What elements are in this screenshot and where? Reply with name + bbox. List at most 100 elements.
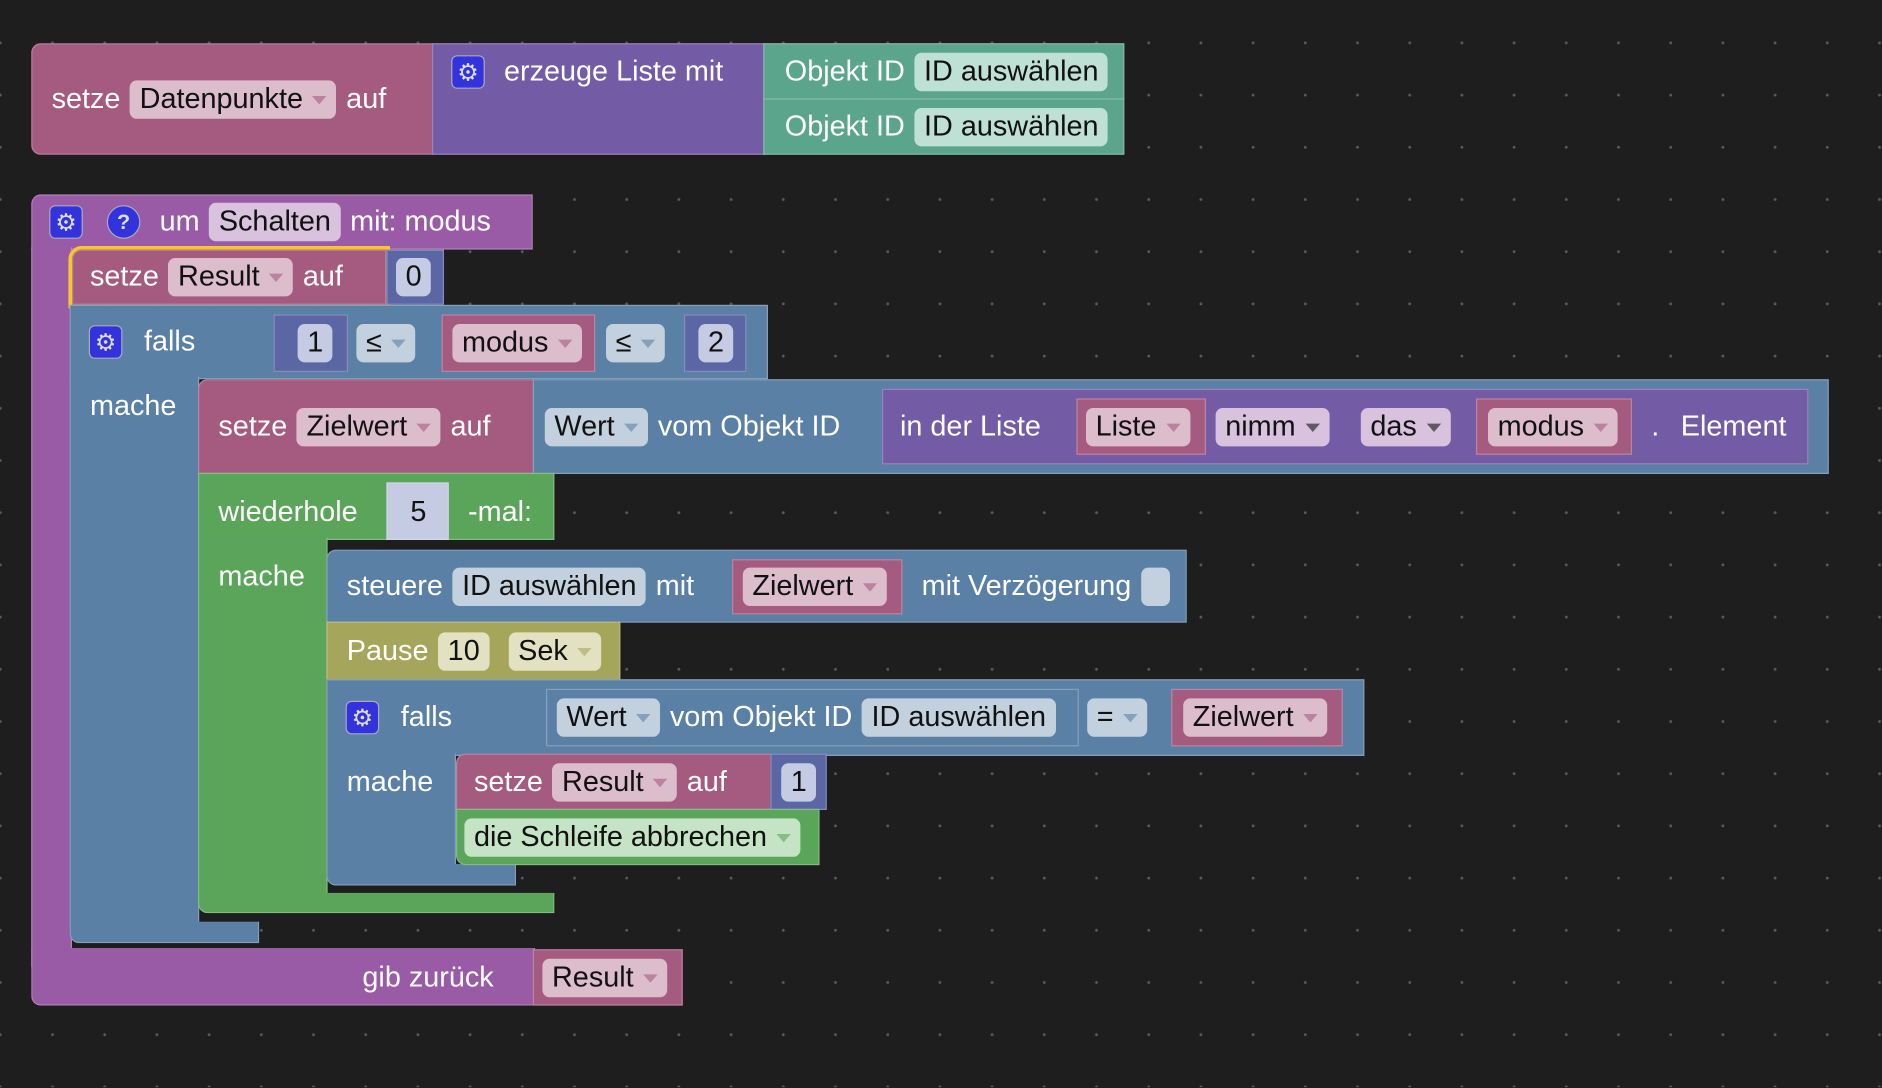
- variable-name: Result: [552, 961, 634, 994]
- chevron-down-icon: [624, 423, 639, 432]
- variable-name: modus: [1497, 410, 1585, 443]
- variable-name: Zielwert: [752, 570, 854, 603]
- auf-label: auf: [302, 260, 343, 293]
- variable-name: Result: [178, 260, 260, 293]
- help-icon[interactable]: ?: [106, 205, 141, 239]
- chevron-down-icon: [312, 95, 327, 104]
- mode: nimm: [1225, 410, 1296, 443]
- variable-dropdown[interactable]: Liste: [1086, 408, 1191, 447]
- id-select-field[interactable]: ID auswählen: [861, 698, 1056, 737]
- dot-label: .: [1651, 410, 1660, 443]
- chevron-down-icon: [862, 582, 878, 591]
- chevron-down-icon: [391, 339, 406, 348]
- variable-name: Datenpunkte: [139, 82, 303, 116]
- variable-dropdown[interactable]: Result: [542, 958, 668, 998]
- number-field[interactable]: 5: [400, 493, 437, 532]
- variable-dropdown[interactable]: Zielwert: [296, 408, 441, 447]
- chevron-down-icon: [558, 339, 573, 348]
- operator-dropdown[interactable]: =: [1087, 698, 1148, 737]
- mache-label: mache: [346, 765, 434, 799]
- number-field[interactable]: 1: [297, 324, 333, 363]
- pause-value-field[interactable]: 10: [438, 632, 490, 671]
- chevron-down-icon: [776, 833, 792, 842]
- chevron-down-icon: [643, 973, 658, 983]
- mache-label: mache: [218, 560, 305, 593]
- chevron-down-icon: [269, 273, 284, 282]
- gear-icon[interactable]: ⚙: [88, 325, 123, 359]
- params-label: mit: modus: [350, 205, 491, 238]
- gear-icon[interactable]: ⚙: [345, 700, 380, 735]
- variable-name: modus: [462, 326, 549, 359]
- operator-dropdown[interactable]: ≤: [356, 324, 416, 363]
- delay-checkbox[interactable]: [1140, 567, 1170, 606]
- variable-dropdown[interactable]: Result: [168, 258, 294, 297]
- gear-icon[interactable]: ⚙: [451, 55, 485, 89]
- procedure-footer[interactable]: [31, 948, 536, 1006]
- chevron-down-icon: [1303, 713, 1318, 722]
- pause-label: Pause: [346, 634, 429, 668]
- number-field[interactable]: 2: [698, 324, 734, 363]
- gear-icon[interactable]: ⚙: [49, 205, 83, 239]
- variable-name: Zielwert: [1192, 700, 1294, 734]
- id-select-field[interactable]: ID auswählen: [452, 567, 647, 606]
- falls-label: falls: [144, 325, 196, 358]
- repeat-block[interactable]: [198, 472, 555, 540]
- vom-objekt-label: vom Objekt ID: [657, 410, 841, 443]
- unit-dropdown[interactable]: Sek: [508, 632, 602, 671]
- auf-label: auf: [686, 765, 727, 799]
- repeat-footer: [198, 892, 555, 914]
- chevron-down-icon: [1426, 423, 1441, 432]
- list-get-block[interactable]: [882, 388, 1809, 465]
- mache-label: mache: [90, 390, 177, 423]
- variable-dropdown[interactable]: Result: [552, 763, 678, 802]
- number-field[interactable]: 1: [781, 763, 817, 802]
- variable-name: Zielwert: [306, 410, 408, 443]
- chevron-down-icon: [1305, 423, 1320, 432]
- id-select-field[interactable]: ID auswählen: [914, 108, 1109, 147]
- mit-label: mit: [655, 570, 695, 603]
- create-list-block[interactable]: [432, 43, 766, 155]
- repeat-spine: [198, 537, 328, 898]
- if-block-footer: [69, 921, 260, 944]
- chevron-down-icon: [1166, 423, 1181, 432]
- variable-dropdown[interactable]: modus: [452, 324, 583, 363]
- procedure-spine: [31, 247, 72, 968]
- element-label: Element: [1680, 410, 1787, 443]
- variable-dropdown[interactable]: Datenpunkte: [130, 80, 337, 119]
- if-block-footer: [326, 864, 516, 886]
- where-dropdown[interactable]: das: [1360, 408, 1451, 447]
- id-select-field[interactable]: ID auswählen: [914, 52, 1109, 92]
- variable-dropdown[interactable]: Zielwert: [742, 567, 887, 606]
- value-type-dropdown[interactable]: Wert: [556, 698, 661, 737]
- um-label: um: [159, 205, 200, 238]
- chevron-down-icon: [641, 339, 656, 348]
- auf-label: auf: [346, 82, 387, 116]
- object-id-label: Objekt ID: [784, 110, 905, 143]
- delay-label: mit Verzögerung: [921, 570, 1132, 603]
- steuere-label: steuere: [346, 570, 443, 603]
- chevron-down-icon: [653, 778, 668, 787]
- value-type: Wert: [554, 410, 615, 443]
- operator: =: [1096, 700, 1114, 734]
- chevron-down-icon: [416, 423, 432, 432]
- variable-dropdown[interactable]: modus: [1488, 408, 1618, 447]
- operator: ≤: [366, 326, 382, 359]
- if-block-spine: [69, 376, 200, 927]
- setze-label: setze: [51, 82, 121, 116]
- procedure-name-field[interactable]: Schalten: [209, 202, 341, 242]
- operator-dropdown[interactable]: ≤: [606, 324, 666, 363]
- number-field[interactable]: 0: [396, 258, 432, 297]
- if-block-spine: [326, 753, 457, 868]
- return-label: gib zurück: [362, 961, 494, 994]
- variable-dropdown[interactable]: Zielwert: [1183, 698, 1328, 737]
- chevron-down-icon: [577, 647, 592, 656]
- chevron-down-icon: [1593, 423, 1609, 432]
- falls-label: falls: [400, 700, 453, 734]
- setze-label: setze: [218, 410, 288, 443]
- setze-label: setze: [474, 765, 543, 799]
- vom-objekt-label: vom Objekt ID: [669, 700, 853, 734]
- value-type-dropdown[interactable]: Wert: [544, 408, 649, 447]
- loop-flow-dropdown[interactable]: die Schleife abbrechen: [464, 818, 801, 857]
- mode-dropdown[interactable]: nimm: [1215, 408, 1330, 447]
